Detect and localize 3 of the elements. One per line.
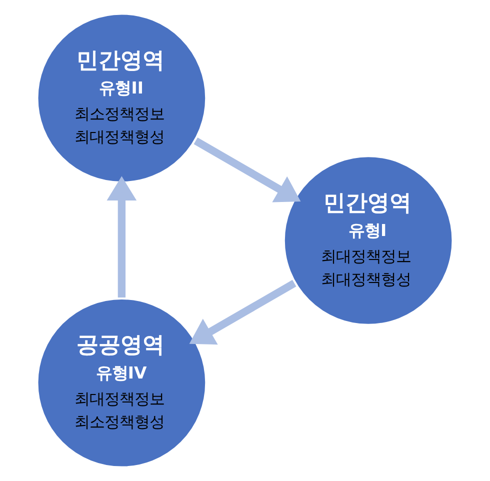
arrow — [106, 176, 137, 298]
arrow — [189, 280, 296, 345]
arrow — [194, 138, 301, 202]
